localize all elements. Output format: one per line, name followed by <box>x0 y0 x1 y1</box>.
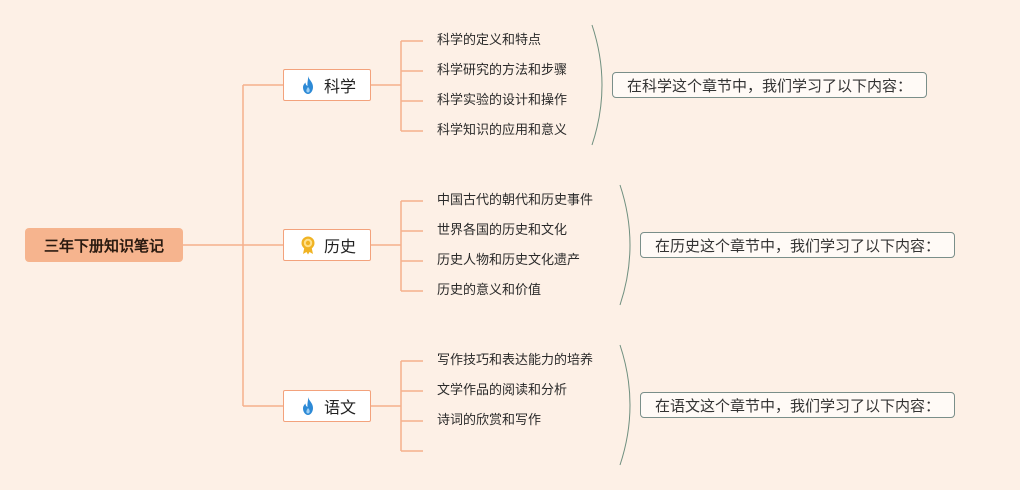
branch-topic-label: 语文 <box>323 398 356 417</box>
summary-box[interactable]: 在语文这个章节中，我们学习了以下内容： <box>640 392 956 418</box>
branch-topic-label: 历史 <box>323 237 356 256</box>
leaf-topic[interactable]: 科学研究的方法和步骤 <box>437 63 568 78</box>
summary-bracket <box>619 344 631 466</box>
leaf-topic[interactable]: 历史人物和历史文化遗产 <box>437 253 581 268</box>
leaf-topic[interactable]: 诗词的欣赏和写作 <box>437 413 542 428</box>
summary-bracket <box>619 184 631 306</box>
branch-topic-science[interactable]: 科学 <box>283 69 371 101</box>
branch-topic-label: 科学 <box>323 77 356 96</box>
summary-box[interactable]: 在历史这个章节中，我们学习了以下内容： <box>640 232 956 258</box>
branch-topic-history[interactable]: 历史 <box>283 229 371 261</box>
summary-bracket <box>591 24 603 146</box>
summary-box[interactable]: 在科学这个章节中，我们学习了以下内容： <box>612 72 928 98</box>
leaf-topic[interactable]: 科学知识的应用和意义 <box>437 123 568 138</box>
branch-topic-chinese[interactable]: 语文 <box>283 390 371 422</box>
leaf-topic[interactable]: 中国古代的朝代和历史事件 <box>437 193 594 208</box>
leaf-topic[interactable]: 写作技巧和表达能力的培养 <box>437 353 594 368</box>
leaf-topic[interactable]: 科学的定义和特点 <box>437 33 542 48</box>
root-topic-label: 三年下册知识笔记 <box>43 236 164 255</box>
leaf-topic[interactable]: 历史的意义和价值 <box>437 283 542 298</box>
root-topic[interactable]: 三年下册知识笔记 <box>25 228 183 262</box>
flame-icon <box>298 396 318 416</box>
award-ribbon-icon <box>298 235 318 255</box>
leaf-topic[interactable]: 文学作品的阅读和分析 <box>437 383 568 398</box>
leaf-topic[interactable]: 科学实验的设计和操作 <box>437 93 568 108</box>
flame-icon <box>298 75 318 95</box>
leaf-topic[interactable]: 世界各国的历史和文化 <box>437 223 568 238</box>
